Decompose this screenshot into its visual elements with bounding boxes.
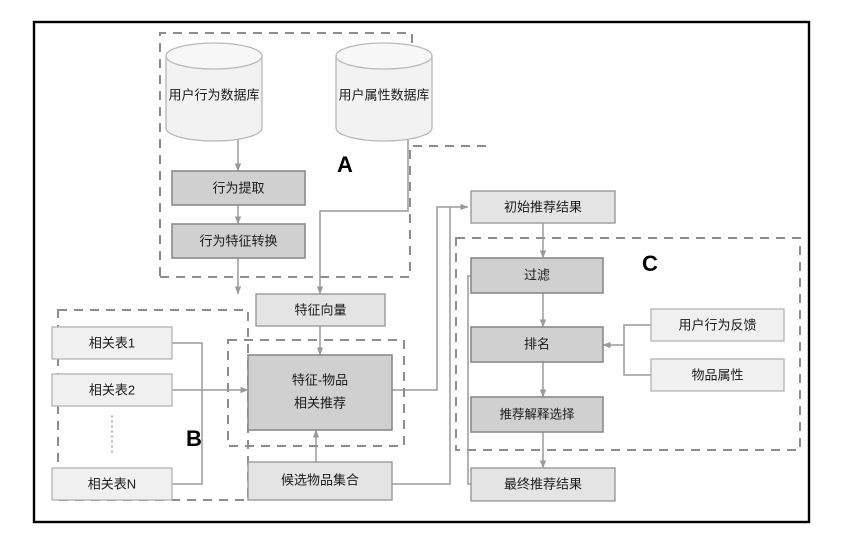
node-user-behavior-db: 用户行为数据库 <box>165 42 263 142</box>
node-behavior-feature-transform-label: 行为特征转换 <box>199 233 277 248</box>
node-candidate-item-set: 候选物品集合 <box>247 461 393 501</box>
node-candidate-item-set-label: 候选物品集合 <box>281 472 359 487</box>
node-user-behavior-feedback-label: 用户行为反馈 <box>678 317 756 332</box>
node-rec-explain-select: 推荐解释选择 <box>470 396 604 433</box>
connector-feedback-bus-top <box>623 324 651 345</box>
node-relation-table-1: 相关表1 <box>51 326 173 360</box>
node-feature-item-rec-label-line2: 相关推荐 <box>294 395 346 410</box>
connector-relation-table-1-bus <box>172 342 203 390</box>
node-filter-label: 过滤 <box>524 267 550 282</box>
node-relation-table-2: 相关表2 <box>51 373 173 407</box>
node-relation-table-1-label: 相关表1 <box>89 335 135 350</box>
node-feature-item-rec-label-line1: 特征-物品 <box>292 372 348 387</box>
connector-feature-item-rec-to-initial-result <box>392 203 469 391</box>
connector-feedback-bus-bottom <box>623 345 651 376</box>
node-final-rec-result-label: 最终推荐结果 <box>504 476 582 491</box>
node-item-attribute-label: 物品属性 <box>691 367 743 382</box>
group-label-a: A <box>337 152 353 177</box>
node-filter: 过滤 <box>470 257 604 294</box>
node-relation-table-n-label: 相关表N <box>88 476 136 491</box>
node-behavior-feature-transform: 行为特征转换 <box>171 223 306 259</box>
node-final-rec-result: 最终推荐结果 <box>470 467 616 502</box>
node-behavior-extraction-label: 行为提取 <box>212 180 264 195</box>
connector-relation-table-n-bus <box>172 390 203 485</box>
node-ranking-label: 排名 <box>524 336 550 351</box>
group-label-b: B <box>186 426 202 451</box>
node-user-attribute-db: 用户属性数据库 <box>335 42 433 142</box>
node-feature-vector: 特征向量 <box>255 293 386 327</box>
connector-final-result-feedback-to-filter <box>467 272 484 485</box>
group-a-dashed-region-right <box>160 145 486 278</box>
node-feature-item-rec: 特征-物品 相关推荐 <box>247 354 393 431</box>
node-relation-table-n: 相关表N <box>51 467 173 501</box>
outer-frame <box>32 20 811 524</box>
node-initial-rec-result: 初始推荐结果 <box>470 190 616 224</box>
node-ranking: 排名 <box>470 326 604 363</box>
node-initial-rec-result-label: 初始推荐结果 <box>504 199 582 214</box>
node-item-attribute: 物品属性 <box>650 358 785 392</box>
group-c-dashed-region <box>455 237 801 451</box>
node-rec-explain-select-label: 推荐解释选择 <box>499 407 575 421</box>
group-label-c: C <box>642 251 658 276</box>
connector-attribute-db-to-feature-vector <box>316 140 409 295</box>
node-feature-vector-label: 特征向量 <box>294 302 346 317</box>
connector-candidate-set-to-initial-result <box>392 207 451 485</box>
node-user-behavior-db-label: 用户行为数据库 <box>168 87 259 102</box>
node-user-attribute-db-label: 用户属性数据库 <box>338 87 429 102</box>
node-behavior-extraction: 行为提取 <box>171 170 306 206</box>
node-user-behavior-feedback: 用户行为反馈 <box>650 308 785 342</box>
node-relation-table-2-label: 相关表2 <box>89 382 135 397</box>
